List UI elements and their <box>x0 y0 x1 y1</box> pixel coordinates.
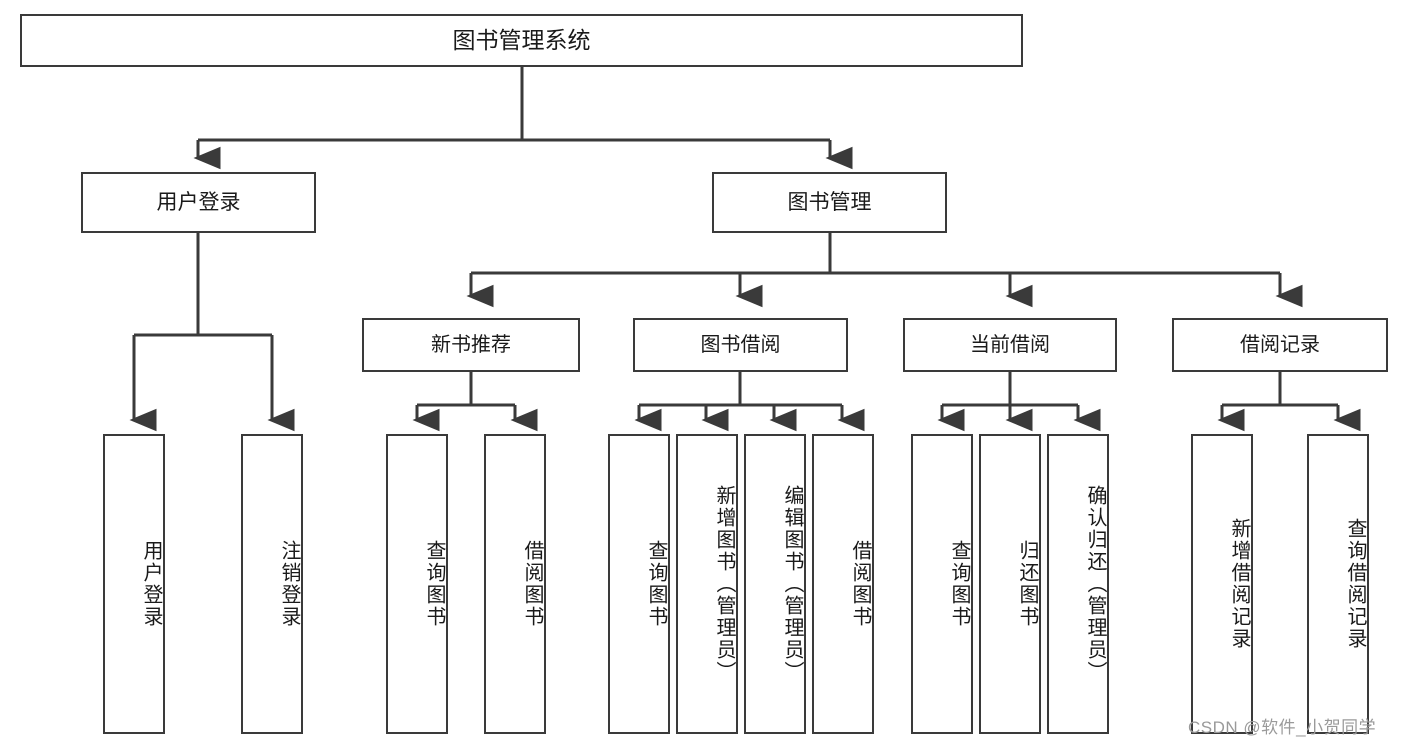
node-book-management-label: 图书管理 <box>787 190 872 214</box>
node-current-borrow[interactable]: 当前借阅 <box>903 318 1117 372</box>
node-book-management[interactable]: 图书管理 <box>712 172 947 233</box>
leaf-user-login-logout[interactable]: 注销登录 <box>241 434 303 734</box>
watermark-text: CSDN @软件_小贺同学 <box>1188 718 1377 737</box>
leaf-borrow-edit-book-admin[interactable]: 编辑图书（管理员） <box>744 434 806 734</box>
leaf-current-query-book[interactable]: 查询图书 <box>911 434 973 734</box>
leaf-borrow-borrow-book[interactable]: 借阅图书 <box>812 434 874 734</box>
node-borrow-records[interactable]: 借阅记录 <box>1172 318 1388 372</box>
leaf-borrow-add-book-admin[interactable]: 新增图书（管理员） <box>676 434 738 734</box>
leaf-recommend-query-book[interactable]: 查询图书 <box>386 434 448 734</box>
node-book-borrow[interactable]: 图书借阅 <box>633 318 848 372</box>
node-new-book-recommend-label: 新书推荐 <box>431 333 511 356</box>
node-book-borrow-label: 图书借阅 <box>700 333 781 356</box>
leaf-current-return-book[interactable]: 归还图书 <box>979 434 1041 734</box>
leaf-records-add-record[interactable]: 新增借阅记录 <box>1191 434 1253 734</box>
leaf-recommend-borrow-book[interactable]: 借阅图书 <box>484 434 546 734</box>
node-root-label: 图书管理系统 <box>452 27 591 54</box>
node-new-book-recommend[interactable]: 新书推荐 <box>362 318 580 372</box>
node-root[interactable]: 图书管理系统 <box>20 14 1023 67</box>
node-current-borrow-label: 当前借阅 <box>970 333 1050 356</box>
leaf-user-login-login[interactable]: 用户登录 <box>103 434 165 734</box>
node-borrow-records-label: 借阅记录 <box>1240 333 1320 356</box>
leaf-records-query-record[interactable]: 查询借阅记录 <box>1307 434 1369 734</box>
node-user-login-label: 用户登录 <box>156 190 241 214</box>
leaf-borrow-query-book[interactable]: 查询图书 <box>608 434 670 734</box>
node-user-login[interactable]: 用户登录 <box>81 172 316 233</box>
leaf-current-confirm-return-admin[interactable]: 确认归还（管理员） <box>1047 434 1109 734</box>
